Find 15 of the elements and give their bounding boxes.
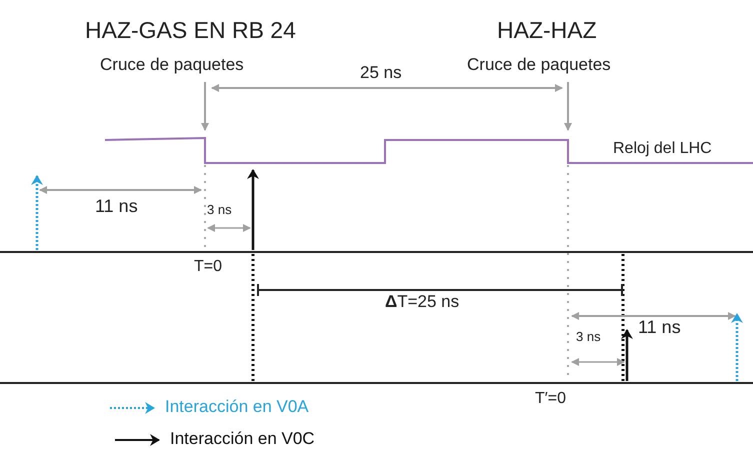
dimension-label: ΔT=25 ns xyxy=(385,293,460,312)
event-label: Cruce de paquetes xyxy=(467,56,611,75)
dimension-label: 3 ns xyxy=(576,330,601,344)
time-label: T=0 xyxy=(194,258,222,276)
event-label: Cruce de paquetes xyxy=(100,56,244,75)
dimension-label: 25 ns xyxy=(360,64,402,83)
signal-label: Reloj del LHC xyxy=(613,140,712,158)
dimension-label: 3 ns xyxy=(207,203,232,218)
heading-label: HAZ-HAZ xyxy=(497,18,597,44)
legend-label: Interacción en V0A xyxy=(165,398,309,417)
heading-label: HAZ-GAS EN RB 24 xyxy=(85,18,296,44)
time-label: T′=0 xyxy=(535,390,566,408)
legend-label: Interacción en V0C xyxy=(170,430,315,449)
dimension-label: 11 ns xyxy=(95,197,138,217)
dimension-label: 11 ns xyxy=(638,318,681,338)
